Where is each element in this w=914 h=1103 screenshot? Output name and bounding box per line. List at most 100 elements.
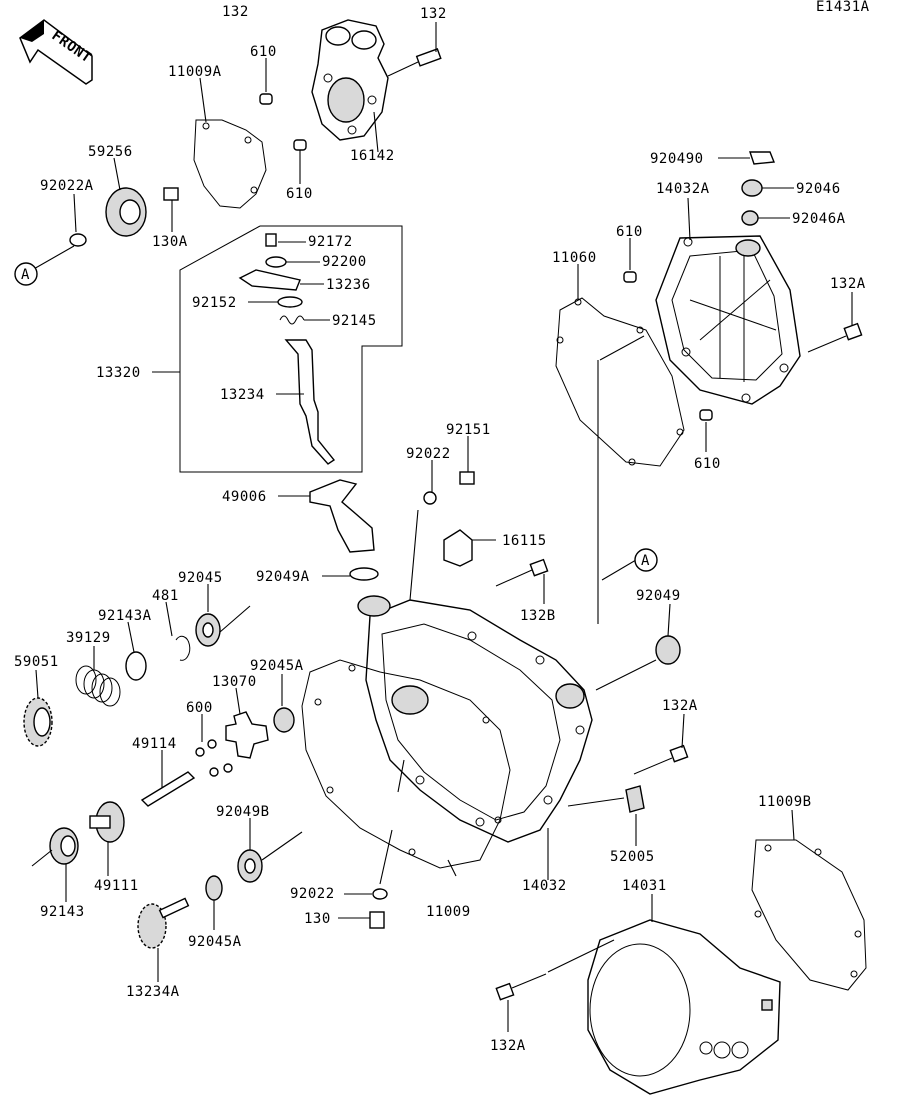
spring-39129 [75,665,121,707]
label-14032A: 14032A [656,181,710,197]
impeller-59256 [105,187,147,237]
clutch-cover-14032 [357,595,593,843]
label-11009: 11009 [426,904,471,920]
label-13234A: 13234A [126,984,180,1000]
ref-marker-a-2-text: A [641,553,650,569]
label-600: 600 [186,700,213,716]
dowel-pin-610-a [259,93,273,105]
label-14031: 14031 [622,878,667,894]
label-13320: 13320 [96,365,141,381]
label-92045A-b: 92045A [188,934,242,950]
label-59051: 59051 [14,654,59,670]
gasket-11009B [751,839,867,991]
label-49006: 49006 [222,489,267,505]
washer-92022A [69,233,87,247]
spring-92145 [279,315,305,325]
bolt-130 [369,911,385,929]
label-92045: 92045 [178,570,223,586]
label-11060: 11060 [552,250,597,266]
label-92046: 92046 [796,181,841,197]
label-13234: 13234 [220,387,265,403]
label-92022: 92022 [406,446,451,462]
label-92049B: 92049B [216,804,270,820]
label-49114: 49114 [132,736,177,752]
seal-92046 [741,179,763,197]
bearing-92045A-b [205,875,223,901]
label-132A-r2: 132A [662,698,698,714]
plug-16115 [443,529,473,567]
bolt-132-top [387,48,442,77]
label-92049A: 92049A [256,569,310,585]
seal-92046A [741,210,759,226]
label-920490: 920490 [650,151,704,167]
dowel-pin-610-d [699,409,713,421]
bolt-132A-right-middle [633,744,689,775]
label-16142: 16142 [350,148,395,164]
circlip-481 [175,635,191,661]
label-610-b: 610 [286,186,313,202]
diagram-code: E1431A [816,0,870,15]
label-92172: 92172 [308,234,353,250]
shaft-13234 [284,339,336,465]
lever-49006 [309,479,375,553]
screw-92172 [265,233,277,247]
dowel-pin-610-b [293,139,307,151]
label-52005: 52005 [610,849,655,865]
label-11009B: 11009B [758,794,812,810]
gear-holder-49111 [89,801,125,843]
bearing-52005 [625,785,645,813]
label-13236: 13236 [326,277,371,293]
bolt-132B [495,558,549,587]
label-132-top: 132 [420,6,447,22]
seal-920490 [749,151,775,165]
magneto-cover-14031 [587,919,781,1095]
label-11009A: 11009A [168,64,222,80]
assembly-box-13320 [179,225,403,473]
label-132-top-left: 132 [222,4,249,20]
label-610-d: 610 [694,456,721,472]
bolt-132A-bottom [495,973,547,1001]
label-130A: 130A [152,234,188,250]
ref-marker-a-1 [14,262,38,286]
dowel-pin-610-c [623,271,637,283]
label-92049: 92049 [636,588,681,604]
gear-13234A [137,897,190,949]
label-92045A-a: 92045A [250,658,304,674]
label-92145: 92145 [332,313,377,329]
impeller-13070 [225,711,269,759]
part-labels: 132 132 610 11009A 16142 610 59256 92022… [14,4,865,1054]
washer-92022 [423,491,437,505]
water-pump-cover-14032A [655,235,801,405]
washer-92200 [265,256,287,268]
label-39129: 39129 [66,630,111,646]
bolt-130A [163,187,179,201]
label-92152: 92152 [192,295,237,311]
label-130: 130 [304,911,331,927]
label-610-c: 610 [616,224,643,240]
shaft-49114 [140,771,196,807]
bolt-132A-right-upper [807,322,863,353]
label-92022-b: 92022 [290,886,335,902]
label-92046A: 92046A [792,211,846,227]
ref-marker-a-2 [634,548,658,572]
label-49111: 49111 [94,878,139,894]
lever-13236 [238,269,301,291]
balls-600 [195,739,233,777]
front-arrow-icon: FRONT [19,19,94,85]
water-pump-housing [311,19,389,141]
washer-92022-b [372,888,388,900]
washer-92143A [125,651,147,681]
label-132A-r3: 132A [490,1038,526,1054]
bolt-92151 [459,471,475,485]
seal-92045A-a [273,707,295,733]
gasket-11009A [193,119,267,209]
label-13070: 13070 [212,674,257,690]
label-59256: 59256 [88,144,133,160]
label-132B: 132B [520,608,556,624]
label-92143A: 92143A [98,608,152,624]
label-92143: 92143 [40,904,85,920]
washer-92049A [349,567,379,581]
label-16115: 16115 [502,533,547,549]
gasket-11009 [301,659,511,869]
